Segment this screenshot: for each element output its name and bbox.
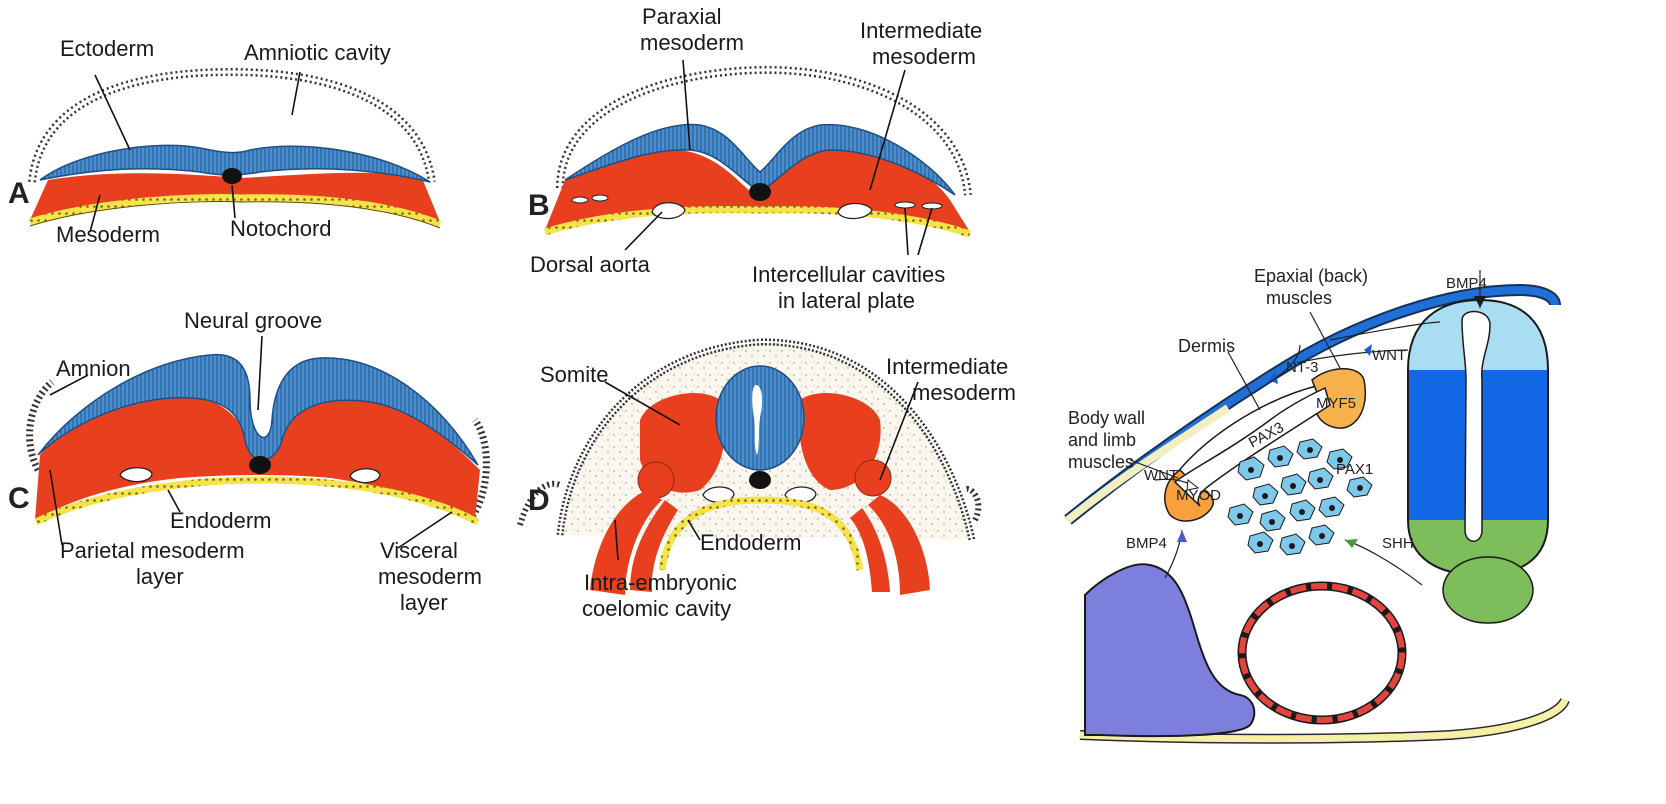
label-shh: SHH — [1382, 535, 1414, 552]
panel-b: B Paraxial mesoderm Intermediate mesoder… — [528, 4, 982, 313]
label-dorsal-aorta: Dorsal aorta — [530, 252, 651, 277]
label-intermediate-d-1: Intermediate — [886, 354, 1008, 379]
label-body-wall-2: and limb — [1068, 430, 1136, 450]
label-bmp4-left: BMP4 — [1126, 535, 1167, 552]
label-intercellular-2: in lateral plate — [778, 288, 915, 313]
label-epaxial-1: Epaxial (back) — [1254, 266, 1368, 286]
label-amnion: Amnion — [56, 356, 131, 381]
neural-tube — [1408, 300, 1548, 575]
panel-c: C Neural groove Amnion Endoderm Parietal… — [8, 308, 486, 615]
notochord-c — [249, 456, 271, 474]
sclerotome-cell — [1308, 468, 1333, 489]
panel-a: A Ectoderm Amniotic cavity Mesoderm Noto… — [8, 36, 440, 247]
notochord-d — [749, 471, 771, 489]
label-body-wall-1: Body wall — [1068, 408, 1145, 428]
panel-letter-a: A — [8, 177, 30, 210]
label-mesoderm: Mesoderm — [56, 222, 160, 247]
lateral-plate-mesoderm — [1085, 564, 1254, 736]
label-notochord: Notochord — [230, 216, 332, 241]
label-coelom-2: coelomic cavity — [582, 596, 731, 621]
label-visceral-2: mesoderm — [378, 564, 482, 589]
label-visceral-1: Visceral — [380, 538, 458, 563]
panel-letter-c: C — [8, 482, 30, 515]
sclerotome-cell — [1319, 497, 1344, 517]
sclerotome-cell — [1309, 525, 1334, 545]
sclerotome-cell — [1347, 477, 1372, 497]
label-somite: Somite — [540, 362, 608, 387]
label-intermediate-b-2: mesoderm — [872, 44, 976, 69]
sclerotome-cell — [1297, 439, 1322, 459]
neural-tube-d — [716, 366, 804, 470]
label-amniotic-cavity: Amniotic cavity — [244, 40, 391, 65]
label-intercellular-1: Intercellular cavities — [752, 262, 945, 287]
sclerotome-cell — [1268, 446, 1293, 467]
panel-letter-b: B — [528, 189, 550, 222]
label-parietal-2: layer — [136, 564, 184, 589]
signaling-diagram: Epaxial (back) muscles BMP4 Dermis WNT N… — [1068, 266, 1565, 739]
notochord-b — [749, 183, 771, 201]
label-paraxial-2: mesoderm — [640, 30, 744, 55]
label-myf5: MYF5 — [1316, 395, 1356, 412]
label-intermediate-b-1: Intermediate — [860, 18, 982, 43]
label-pax1: PAX1 — [1336, 461, 1373, 478]
sclerotome-cell — [1228, 504, 1253, 525]
label-endoderm-d: Endoderm — [700, 530, 802, 555]
label-epaxial-2: muscles — [1266, 288, 1332, 308]
label-dermis: Dermis — [1178, 336, 1235, 356]
label-paraxial-1: Paraxial — [642, 4, 721, 29]
sclerotome-cell — [1290, 500, 1315, 521]
label-coelom-1: Intra-embryonic — [584, 570, 737, 595]
label-myod: MYOD — [1176, 487, 1221, 504]
label-nt3: NT-3 — [1286, 359, 1319, 376]
notochord-a — [222, 168, 242, 184]
sclerotome-cell — [1248, 532, 1273, 553]
sclerotome-cell — [1253, 484, 1278, 505]
label-intermediate-d-2: mesoderm — [912, 380, 1016, 405]
label-neural-groove: Neural groove — [184, 308, 322, 333]
panel-d: D Somite Intermediate mesoderm Endoderm … — [520, 342, 1016, 621]
panel-letter-d: D — [528, 484, 550, 517]
label-endoderm-c: Endoderm — [170, 508, 272, 533]
label-bmp4-top: BMP4 — [1446, 275, 1487, 292]
sclerotome-cell — [1260, 510, 1285, 531]
label-wnt-left: WNT — [1144, 467, 1178, 484]
notochord — [1443, 557, 1533, 623]
sclerotome-cell — [1281, 474, 1306, 495]
label-parietal-1: Parietal mesoderm — [60, 538, 245, 563]
label-wnt-top: WNT — [1372, 347, 1406, 364]
sclerotome-cell — [1280, 534, 1305, 555]
label-visceral-3: layer — [400, 590, 448, 615]
label-body-wall-3: muscles — [1068, 452, 1134, 472]
label-ectoderm: Ectoderm — [60, 36, 154, 61]
